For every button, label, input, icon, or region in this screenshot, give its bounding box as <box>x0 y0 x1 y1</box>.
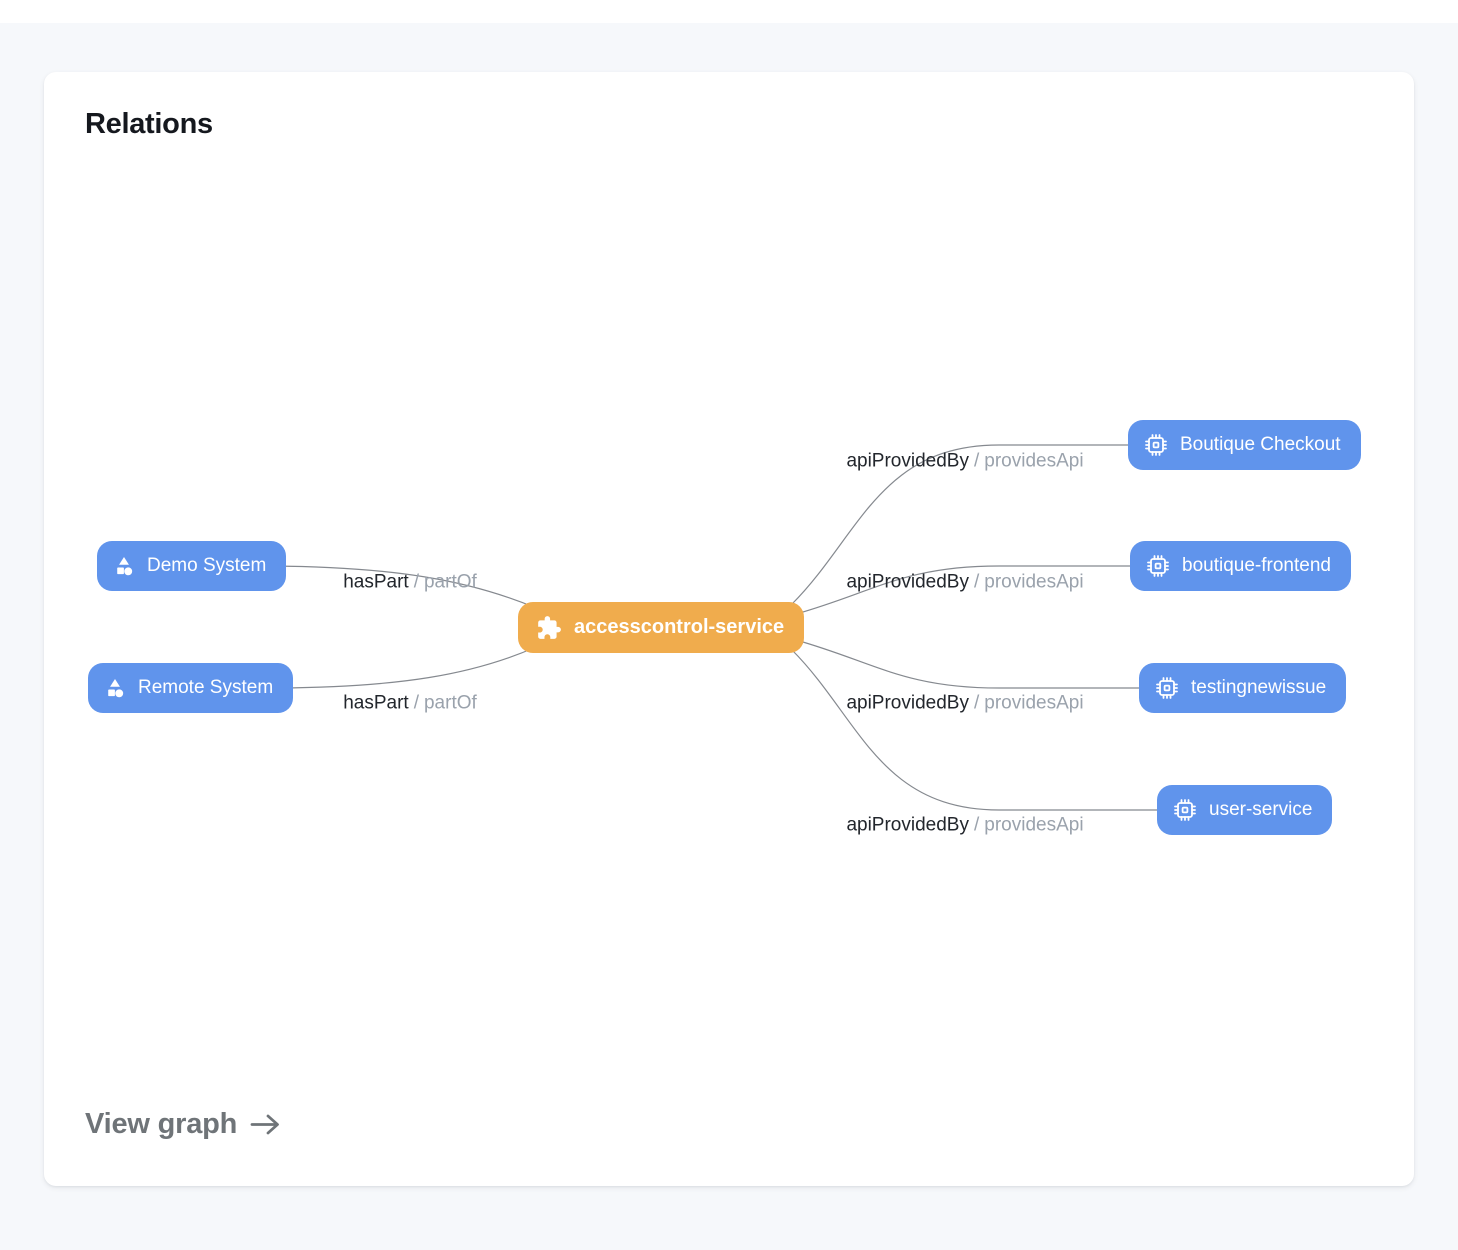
relation-name: apiProvidedBy <box>846 571 969 593</box>
relation-separator: / <box>973 814 980 836</box>
node-demo-system[interactable]: Demo System <box>97 541 287 591</box>
relations-graph: hasPart/partOf hasPart/partOf apiProvide… <box>44 72 1414 1186</box>
chip-icon <box>1173 798 1197 822</box>
inverse-relation-name: partOf <box>423 571 477 593</box>
chip-icon <box>1144 433 1168 457</box>
relation-separator: / <box>973 450 980 472</box>
node-label: testingnewissue <box>1191 677 1327 698</box>
node-label: boutique-frontend <box>1182 555 1331 576</box>
view-graph-label: View graph <box>85 1108 238 1140</box>
edge-demo-system <box>271 565 537 609</box>
relation-name: apiProvidedBy <box>846 450 969 472</box>
inverse-relation-name: providesApi <box>984 692 1084 714</box>
node-label: accesscontrol-service <box>574 616 785 638</box>
puzzle-icon <box>536 615 562 641</box>
node-boutique-frontend[interactable]: boutique-frontend <box>1130 541 1351 591</box>
node-boutique-checkout[interactable]: Boutique Checkout <box>1128 420 1361 470</box>
node-testingnewissue[interactable]: testingnewissue <box>1139 663 1347 713</box>
relation-separator: / <box>413 571 419 593</box>
edge-user-service <box>791 649 1169 811</box>
node-accesscontrol-service[interactable]: accesscontrol-service <box>518 602 805 653</box>
edge-label-api-boutique-frontend: apiProvidedBy/providesApi <box>846 572 1083 595</box>
relation-separator: / <box>973 571 980 593</box>
chip-icon <box>1155 676 1179 700</box>
relation-name: apiProvidedBy <box>846 692 969 714</box>
node-label: user-service <box>1209 799 1313 820</box>
edge-boutique-checkout <box>791 444 1144 605</box>
node-user-service[interactable]: user-service <box>1157 785 1333 835</box>
edge-label-haspart-demo: hasPart/partOf <box>343 572 477 595</box>
relation-name: hasPart <box>343 571 409 593</box>
edge-label-api-user-service: apiProvidedBy/providesApi <box>846 815 1083 838</box>
chip-icon <box>1146 554 1170 578</box>
edge-remote-system <box>278 646 537 689</box>
edge-label-api-testingnewissue: apiProvidedBy/providesApi <box>846 693 1083 716</box>
inverse-relation-name: providesApi <box>984 450 1084 472</box>
edge-label-haspart-remote: hasPart/partOf <box>343 693 477 716</box>
edge-boutique-frontend <box>795 565 1144 615</box>
relation-name: hasPart <box>343 692 409 714</box>
card-title: Relations <box>85 108 213 140</box>
node-label: Demo System <box>147 555 267 576</box>
inverse-relation-name: partOf <box>423 692 477 714</box>
arrow-right-icon <box>249 1111 283 1138</box>
system-shapes-icon <box>104 677 126 699</box>
node-label: Boutique Checkout <box>1180 434 1341 455</box>
node-label: Remote System <box>138 677 274 698</box>
system-shapes-icon <box>113 555 135 577</box>
edge-lines <box>271 444 1169 811</box>
view-graph-link[interactable]: View graph <box>85 1108 283 1141</box>
node-remote-system[interactable]: Remote System <box>88 663 294 713</box>
relation-name: apiProvidedBy <box>846 814 969 836</box>
inverse-relation-name: providesApi <box>984 571 1084 593</box>
inverse-relation-name: providesApi <box>984 814 1084 836</box>
relations-card: Relations hasPart/partOf hasPart/partOf … <box>44 72 1414 1186</box>
relation-separator: / <box>413 692 419 714</box>
edge-testingnewissue <box>795 639 1154 689</box>
edge-label-api-boutique-checkout: apiProvidedBy/providesApi <box>846 451 1083 474</box>
relation-separator: / <box>973 692 980 714</box>
